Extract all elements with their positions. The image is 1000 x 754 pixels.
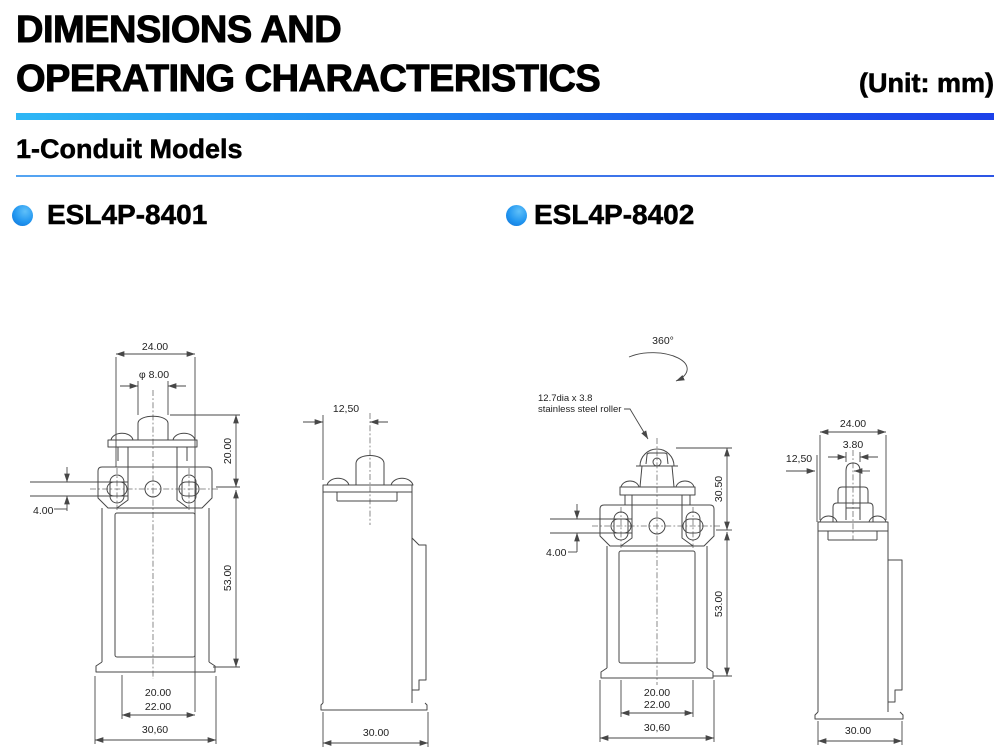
unit-note: (Unit: mm) [859,68,995,99]
dimension-lines [786,429,903,745]
dim-label-w1: 20.00 [644,687,670,699]
dim-label-slot: 4.00 [33,505,54,517]
dim-label-body-height: 53.00 [713,591,725,617]
dim-label-w2: 22.00 [145,701,171,713]
roller-note-line1: 12.7dia x 3.8 [538,393,592,404]
dim-label-depth: 30.00 [845,725,871,737]
dim-label-width: 24.00 [142,341,168,353]
dim-label-roller-width: 3.80 [843,439,864,451]
switch-outline [320,455,428,711]
dim-label-w1: 20.00 [145,687,171,699]
section-heading: 1-Conduit Models [16,134,243,165]
centerlines [90,390,218,679]
model-name: ESL4P-8402 [534,199,695,231]
drawing-esl4p-8401-front: 24.00 φ 8.00 20.00 53.00 4.00 20.00 22.0… [30,341,240,744]
switch-outline [95,415,216,673]
centerlines [592,438,722,685]
title-line-2: OPERATING CHARACTERISTICS [15,58,601,101]
dim-label-base-width: 30,60 [142,724,168,736]
drawing-esl4p-8401-side: 12,50 30.00 [303,403,429,747]
dim-label-body-height: 53.00 [222,565,234,591]
dim-label-slot: 4.00 [546,547,567,559]
dim-label-plunger-offset: 12,50 [786,453,812,465]
dim-label-w2: 22.00 [644,699,670,711]
drawing-esl4p-8402-front: 360° 12.7dia x 3.8 stainless steel rolle… [538,335,732,742]
dim-label-base-width: 30,60 [644,722,670,734]
bullet-icon [12,204,33,226]
dim-label-head-height: 30.50 [713,476,725,502]
switch-outline [599,448,715,679]
drawing-esl4p-8402-side: 24.00 3.80 12,50 30.00 [786,418,904,745]
bullet-icon [506,204,527,226]
dim-label-plunger-dia: φ 8.00 [139,369,169,381]
dim-label-width: 24.00 [840,418,866,430]
model-name: ESL4P-8401 [47,199,208,231]
roller-note-line2: stainless steel roller [538,404,621,415]
dim-label-head-height: 20.00 [222,438,234,464]
switch-outline [814,462,904,720]
dim-label-plunger-offset: 12,50 [333,403,359,415]
model-label-esl4p-8402: ESL4P-8402 [506,199,695,231]
rotation-label: 360° [652,335,674,347]
dim-label-depth: 30.00 [363,727,389,739]
section-rule [16,175,994,177]
model-label-esl4p-8401: ESL4P-8401 [12,199,208,231]
page-title: DIMENSIONS AND OPERATING CHARACTERISTICS [15,6,601,104]
accent-bar [16,113,994,120]
dimension-lines [303,415,429,747]
title-line-1: DIMENSIONS AND [15,9,342,52]
